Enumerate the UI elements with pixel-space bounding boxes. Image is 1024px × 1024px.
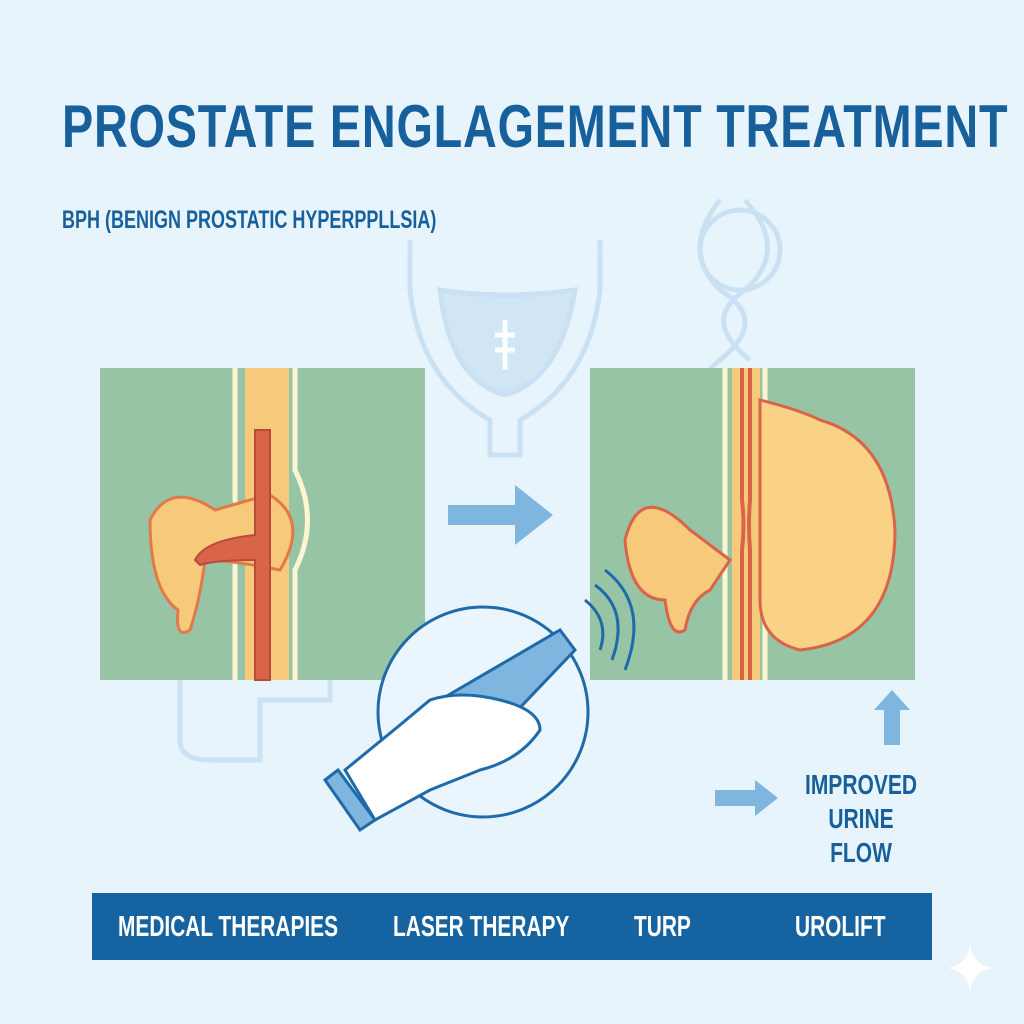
arrow-right-icon [448, 485, 553, 545]
flow-line-2: URINE FLOW [828, 803, 894, 868]
treatment-device-icon [322, 568, 636, 833]
flow-line-1: IMPROVED [804, 769, 918, 800]
after-cross-section [590, 368, 915, 680]
arrow-right-small-icon [715, 780, 778, 816]
sparkle-icon [947, 945, 993, 991]
treatment-turp: TURP [634, 911, 691, 943]
subtitle: BPH (BENIGN PROSTATIC HYPERPPLLSIA) [62, 206, 437, 234]
arrow-up-icon [874, 690, 910, 745]
treatment-medical-therapies: MEDICAL THERAPIES [118, 911, 339, 943]
before-cross-section [100, 368, 425, 681]
treatment-laser-therapy: LASER THERAPY [393, 911, 570, 943]
page-title: PROSTATE ENGLAGEMENT TREATMENT [62, 93, 1009, 160]
treatment-options-bar: MEDICAL THERAPIES LASER THERAPY TURP URO… [92, 893, 932, 960]
improved-flow-label: IMPROVED URINE FLOW [786, 768, 936, 870]
treatment-urolift: UROLIFT [795, 911, 886, 943]
